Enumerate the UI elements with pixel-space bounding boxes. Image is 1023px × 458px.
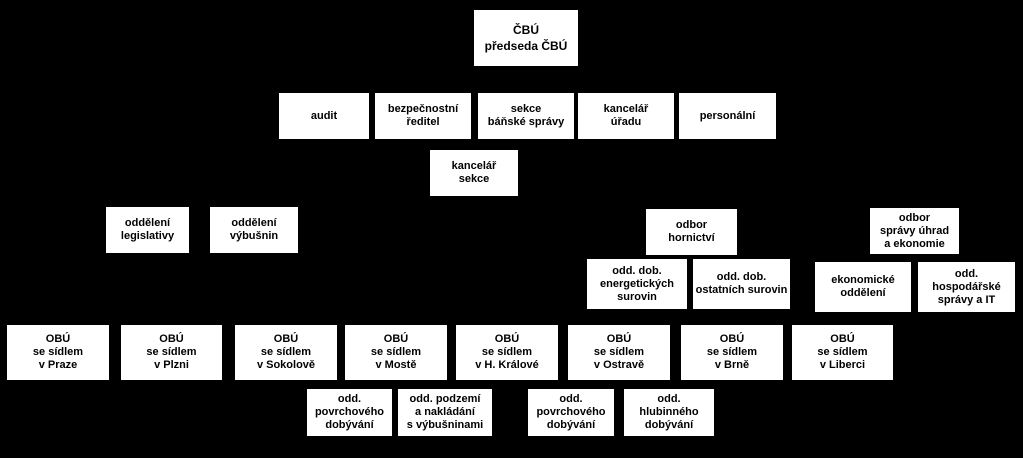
node-obu-sokolov: OBÚ se sídlem v Sokolově xyxy=(235,325,337,380)
node-obu-plzen: OBÚ se sídlem v Plzni xyxy=(121,325,222,380)
node-obu-brno: OBÚ se sídlem v Brně xyxy=(681,325,783,380)
node-odd-ostatnich: odd. dob. ostatních surovin xyxy=(693,259,790,309)
node-odbor-spravy-uhrad: odbor správy úhrad a ekonomie xyxy=(870,208,959,254)
node-obu-ostrava: OBÚ se sídlem v Ostravě xyxy=(568,325,670,380)
node-kancelar-sekce: kancelář sekce xyxy=(430,150,518,196)
node-bezpecnostni-reditel: bezpečnostní ředitel xyxy=(375,93,471,139)
node-odd-hospodarske: odd. hospodářské správy a IT xyxy=(918,262,1015,312)
node-kancelar-uradu: kancelář úřadu xyxy=(578,93,674,139)
node-ostrava-hlubinne: odd. hlubinného dobývání xyxy=(624,389,714,436)
node-obu-most: OBÚ se sídlem v Mostě xyxy=(345,325,447,380)
node-obu-liberec: OBÚ se sídlem v Liberci xyxy=(792,325,893,380)
node-obu-hradec: OBÚ se sídlem v H. Králové xyxy=(456,325,558,380)
node-oddeleni-legislativy: oddělení legislativy xyxy=(106,207,189,253)
node-odd-energetickych: odd. dob. energetických surovin xyxy=(587,259,687,309)
node-ekonomicke-oddeleni: ekonomické oddělení xyxy=(815,262,911,312)
node-odbor-hornictvi: odbor hornictví xyxy=(646,209,737,255)
node-audit: audit xyxy=(279,93,369,139)
node-most-podzemi: odd. podzemí a nakládání s výbušninami xyxy=(398,389,492,436)
node-ostrava-povrchove: odd. povrchového dobývání xyxy=(528,389,614,436)
node-personalni: personální xyxy=(679,93,776,139)
node-cbu: ČBÚ předseda ČBÚ xyxy=(474,10,578,66)
node-oddeleni-vybusnin: oddělení výbušnin xyxy=(210,207,298,253)
node-most-povrchove: odd. povrchového dobývání xyxy=(307,389,392,436)
node-obu-praha: OBÚ se sídlem v Praze xyxy=(7,325,109,380)
node-sekce-banske-spravy: sekce báňské správy xyxy=(478,93,574,139)
